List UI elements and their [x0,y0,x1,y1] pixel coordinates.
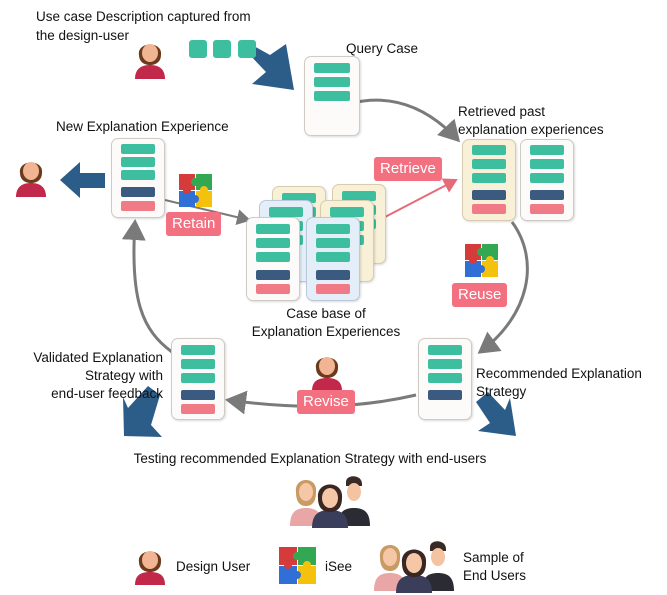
retain-badge: Retain [166,212,222,236]
arrow-icon [60,162,105,198]
retrieve-badge: Retrieve [374,157,442,181]
people-group-icon [290,476,370,528]
arrow-icon [476,392,516,436]
query-square [213,40,231,58]
validated-card [171,338,225,420]
case-card [306,217,360,301]
revise-badge: Revise [297,390,355,414]
arrow-casebase-to-retrieved [384,178,458,218]
person-icon [135,551,165,585]
legend-end-users: Sample of End Users [463,550,527,583]
arrow-query-to-retrieved [351,98,461,143]
retrieved-card [520,139,574,221]
query-square [238,40,256,58]
new-experience-card [111,138,165,218]
arrow-validated-to-new [121,219,173,354]
puzzle-icon [279,547,316,584]
reuse-badge: Reuse [452,283,508,307]
retrieved-card [462,139,516,221]
person-icon [135,44,165,79]
person-icon [16,162,46,197]
query-square [189,40,207,58]
arrow-icon [123,386,162,437]
recommended-card [418,338,472,420]
query-case-label: Query Case [346,41,419,56]
case-base-label: Case base of Explanation Experiences [251,306,401,339]
puzzle-icon [179,174,212,207]
testing-label: Testing recommended Explanation Strategy… [133,451,487,466]
arrow-icon [247,44,294,90]
legend-design-user: Design User [176,559,251,574]
legend-isee: iSee [325,559,353,574]
case-card [246,217,300,301]
new-experience-label: New Explanation Experience [56,119,229,134]
query-case-card [304,56,360,136]
arrow-retrieved-to-recommended [477,221,529,354]
puzzle-icon [465,244,498,277]
retrieved-label: Retrieved past explanation experiences [458,104,604,137]
people-group-icon [374,541,454,593]
use-case-label: Use case Description captured from the d… [36,9,251,43]
validated-label: Validated Explanation Strategy with end-… [33,350,163,401]
person-icon [312,357,342,391]
recommended-label: Recommended Explanation Strategy [476,366,642,399]
